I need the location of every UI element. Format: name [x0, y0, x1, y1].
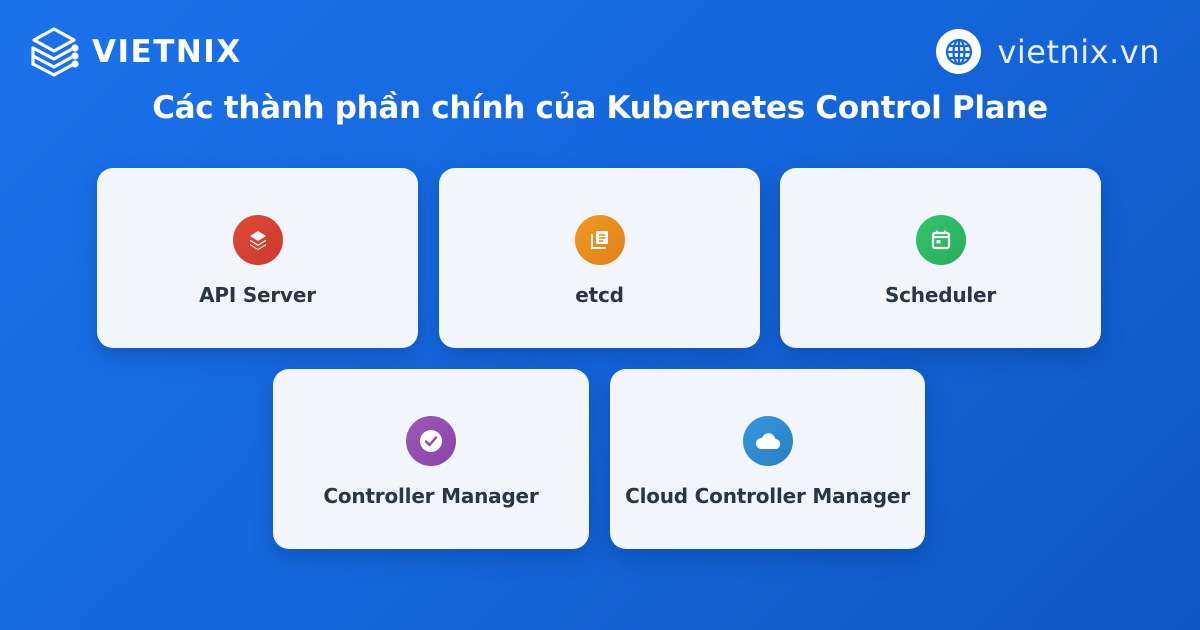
brand-name: VIETNIX — [92, 34, 242, 70]
brand-logo[interactable]: VIETNIX — [28, 24, 242, 80]
component-card-cloud-controller-manager: Cloud Controller Manager — [610, 369, 925, 549]
component-card-scheduler: Scheduler — [780, 168, 1101, 348]
check-circle-icon — [406, 416, 456, 466]
component-card-etcd: etcd — [439, 168, 760, 348]
component-card-api-server: API Server — [97, 168, 418, 348]
calendar-icon — [915, 215, 966, 265]
cloud-icon — [742, 416, 793, 466]
site-link[interactable]: vietnix.vn — [936, 29, 1160, 74]
component-label: Controller Manager — [323, 484, 539, 508]
site-url: vietnix.vn — [997, 32, 1160, 71]
component-label: API Server — [199, 283, 316, 307]
documents-icon — [574, 215, 625, 265]
layers-icon — [232, 215, 283, 265]
component-card-controller-manager: Controller Manager — [273, 369, 589, 549]
globe-icon — [936, 29, 982, 74]
page-title: Các thành phần chính của Kubernetes Cont… — [152, 90, 1048, 126]
component-label: Cloud Controller Manager — [625, 484, 910, 508]
server-stack-icon — [28, 24, 84, 80]
component-label: Scheduler — [884, 283, 997, 307]
component-label: etcd — [575, 283, 624, 307]
